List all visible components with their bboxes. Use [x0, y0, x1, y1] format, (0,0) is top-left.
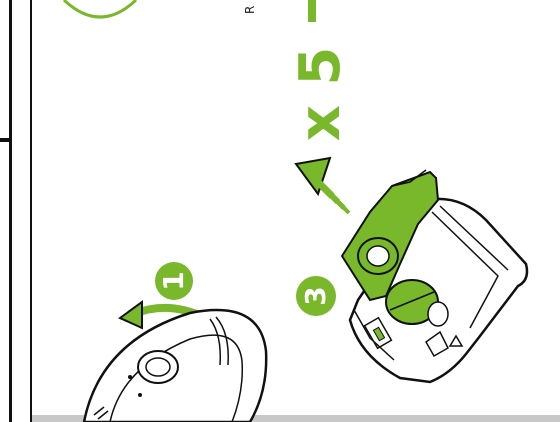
left-margin-line — [9, 0, 12, 422]
top-circle-fragment — [60, 0, 140, 22]
robot-vacuum-illustration — [70, 295, 280, 422]
rotated-small-label: R — [244, 6, 256, 14]
top-arrow-fragment — [300, 0, 324, 28]
content-frame-left — [30, 0, 32, 422]
dust-bin-illustration — [330, 160, 530, 390]
multiplier-label: x 5 — [293, 39, 341, 149]
left-margin-tick — [0, 138, 9, 142]
